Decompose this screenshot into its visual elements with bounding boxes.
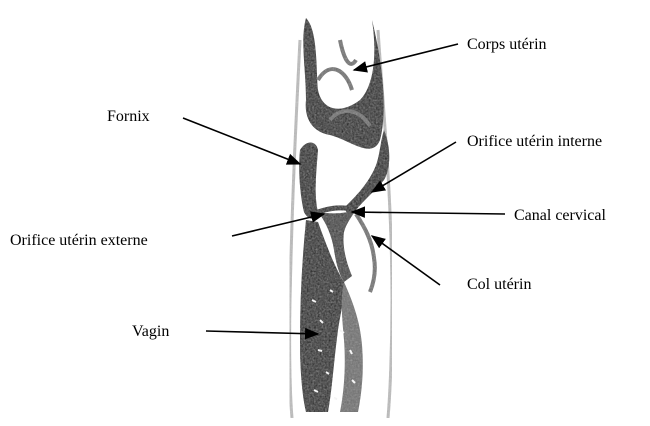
label-fornix: Fornix — [107, 108, 150, 125]
arrow-corps-uterin — [354, 44, 458, 70]
arrow-canal-cervical — [352, 212, 505, 214]
outer-wall-left — [290, 40, 300, 418]
uterine-body — [303, 18, 383, 149]
label-col-uterin: Col utérin — [467, 276, 531, 293]
label-corps-uterin: Corps utérin — [467, 36, 547, 53]
label-orifice-uterin-interne: Orifice utérin interne — [467, 133, 602, 150]
arrow-col-uterin — [372, 236, 440, 285]
label-orifice-uterin-externe: Orifice utérin externe — [10, 232, 148, 249]
label-vagin: Vagin — [132, 323, 169, 340]
label-canal-cervical: Canal cervical — [514, 207, 607, 224]
vagina-right — [340, 282, 363, 412]
fornix-wall — [299, 143, 318, 219]
cervix-right-wall — [356, 214, 375, 292]
arrow-fornix — [183, 118, 300, 164]
